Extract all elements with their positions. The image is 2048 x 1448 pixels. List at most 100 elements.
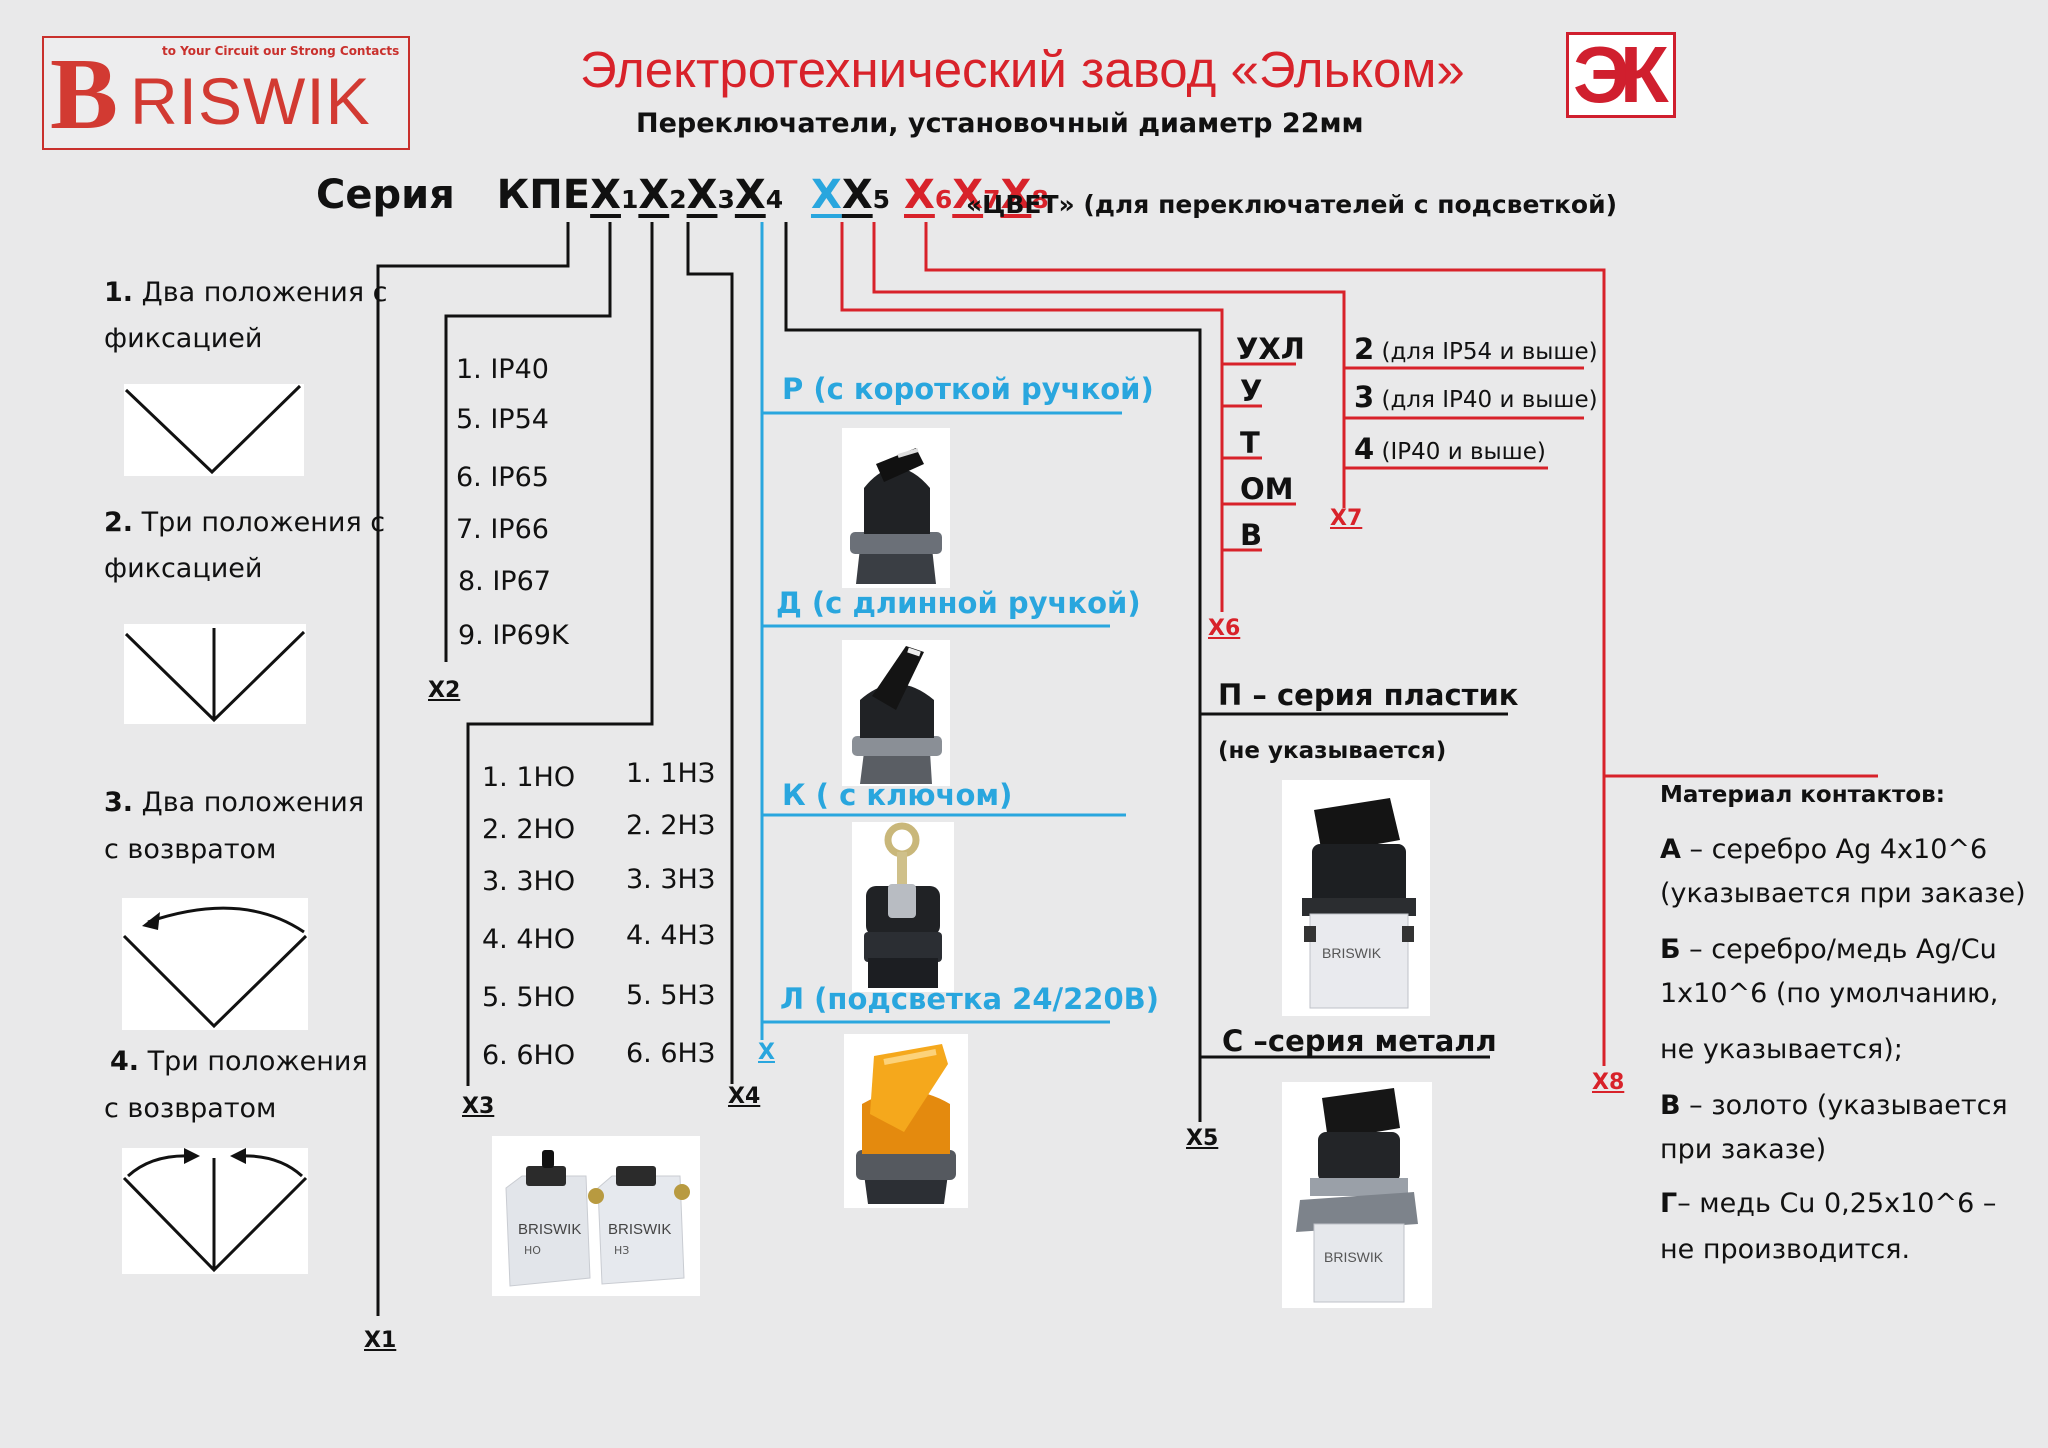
elkom-logo: ЭК	[1566, 30, 1676, 119]
x4-item: 5. 5НЗ	[626, 980, 716, 1011]
x6-mark: Х6	[1208, 616, 1241, 641]
x4-item: 2. 2НЗ	[626, 810, 716, 841]
photo-brand-4: BRISWIK	[1324, 1249, 1384, 1265]
x5-mark: Х5	[1186, 1126, 1219, 1151]
x1-item-4-line1: 4. Три положения	[110, 1046, 368, 1077]
x5-plastic-label: П – серия пластик	[1218, 678, 1519, 712]
x8-line: 1x10^6 (по умолчанию,	[1660, 978, 1999, 1009]
xblue-item: Л (подсветка 24/220В)	[780, 982, 1160, 1016]
x4-item: 4. 4НЗ	[626, 920, 716, 951]
x2-item: 6. IP65	[456, 462, 549, 493]
x8-line: не производится.	[1660, 1234, 1911, 1265]
x2-item: 1. IP40	[456, 354, 549, 385]
photo-block-nc: НЗ	[614, 1244, 629, 1257]
x6-item: ОМ	[1240, 472, 1294, 506]
x8-wire	[924, 222, 1606, 1066]
code-n3: 3	[717, 185, 735, 214]
x2-item: 8. IP67	[458, 566, 551, 597]
code-n8: 8	[1031, 185, 1049, 214]
x4-item: 6. 6НЗ	[626, 1038, 716, 1069]
x2-item: 5. IP54	[456, 404, 549, 435]
photo-long-handle	[842, 640, 950, 786]
diagram-three-position-return	[122, 1148, 308, 1274]
logo-tagline: to Your Circuit our Strong Contacts	[162, 44, 400, 58]
x2-item: 7. IP66	[456, 514, 549, 545]
logo-letter-b: B	[50, 38, 119, 151]
photo-plastic-switch: BRISWIK	[1282, 780, 1430, 1016]
elkom-logo-glyph: ЭК	[1573, 30, 1669, 119]
page-title: Электротехнический завод «Эльком»	[580, 41, 1465, 98]
code-color-note: «ЦВЕТ» (для переключателей с подсветкой)	[966, 190, 1618, 219]
contact-blocks-photo: BRISWIK BRISWIK НО НЗ	[492, 1136, 700, 1296]
x4-wire	[686, 222, 734, 1084]
x3-mark: Х3	[462, 1094, 495, 1119]
code-x8: Х	[1000, 172, 1032, 218]
xblue-item: Р (с короткой ручкой)	[782, 372, 1154, 406]
x8-line: при заказе)	[1660, 1134, 1827, 1165]
x5-wire	[784, 222, 1202, 1122]
x7-item: 3 (для IP40 и выше)	[1354, 380, 1598, 414]
diagram-two-position-fixed	[124, 384, 304, 476]
x1-item-4-line2: с возвратом	[104, 1093, 277, 1124]
xblue-mark: Х	[758, 1040, 775, 1065]
x3-wire	[466, 222, 654, 1086]
series-label: Серия	[316, 172, 455, 218]
x5-metal-label: С –серия металл	[1222, 1024, 1497, 1058]
x1-wire	[376, 222, 570, 1316]
x2-item: 9. IP69K	[458, 620, 569, 651]
code-x3: Х	[686, 172, 718, 218]
code-n1: 1	[620, 185, 639, 214]
x4-item: 3. 3НЗ	[626, 864, 716, 895]
code-x2: Х	[638, 172, 670, 218]
code-x4: Х	[734, 172, 766, 218]
x6-item: УХЛ	[1236, 332, 1305, 366]
x3-item: 5. 5НО	[482, 982, 576, 1013]
x1-item-1-line2: фиксацией	[104, 323, 263, 354]
diagram-two-position-return	[122, 898, 308, 1030]
code-n6: 6	[934, 185, 953, 214]
x8-line: Б – серебро/медь Ag/Cu	[1660, 934, 1997, 965]
x3-item: 4. 4НО	[482, 924, 576, 955]
x6-item: В	[1240, 518, 1263, 552]
photo-illuminated-switch	[844, 1034, 968, 1208]
x3-item: 3. 3НО	[482, 866, 576, 897]
x8-heading: Материал контактов:	[1660, 782, 1945, 808]
code-x7: Х	[952, 172, 984, 218]
x6-item: Т	[1240, 426, 1260, 460]
x1-item-2-line1: 2. Три положения с	[104, 507, 386, 538]
x1-item-1-line1: 1. Два положения с	[104, 277, 388, 308]
x8-line: Г– медь Cu 0,25x10^6 –	[1660, 1188, 1997, 1219]
x1-item-3-line2: с возвратом	[104, 834, 277, 865]
x3-item: 1. 1НО	[482, 762, 576, 793]
x2-wire	[444, 222, 612, 662]
x8-line: не указывается);	[1660, 1034, 1903, 1065]
x3-item: 6. 6НО	[482, 1040, 576, 1071]
code-n5: 5	[872, 185, 891, 214]
x5-plastic-note: (не указывается)	[1218, 738, 1447, 764]
code-x1: Х	[590, 172, 621, 218]
code-n7: 7	[983, 185, 1001, 214]
photo-metal-switch: BRISWIK	[1282, 1082, 1432, 1308]
series-code: Серия КПЕХ1Х2Х3Х4 ХХ5 Х6Х7Х8	[316, 172, 1049, 218]
x8-line: (указывается при заказе)	[1660, 878, 2026, 909]
x8-line: В – золото (указывается	[1660, 1090, 2008, 1121]
code-x5: Х	[841, 172, 873, 218]
logo-wordmark: RISWIK	[130, 64, 371, 138]
x6-item: У	[1240, 374, 1263, 408]
x1-mark: Х1	[364, 1328, 397, 1353]
photo-brand-2: BRISWIK	[608, 1221, 671, 1238]
x4-item: 1. 1НЗ	[626, 758, 716, 789]
briswik-logo: to Your Circuit our Strong Contacts B RI…	[42, 36, 410, 150]
x3-item: 2. 2НО	[482, 814, 576, 845]
photo-brand-3: BRISWIK	[1322, 945, 1382, 961]
photo-block-no: НО	[524, 1244, 541, 1257]
page-subtitle: Переключатели, установочный диаметр 22мм	[636, 108, 1364, 139]
xblue-item: Д (с длинной ручкой)	[776, 586, 1141, 620]
photo-key-switch	[852, 822, 954, 992]
code-x-blue: Х	[810, 172, 842, 218]
code-x6: Х	[904, 172, 935, 218]
x4-mark: Х4	[728, 1084, 761, 1109]
x6-wire	[840, 222, 1224, 612]
x7-item: 2 (для IP54 и выше)	[1354, 332, 1598, 366]
